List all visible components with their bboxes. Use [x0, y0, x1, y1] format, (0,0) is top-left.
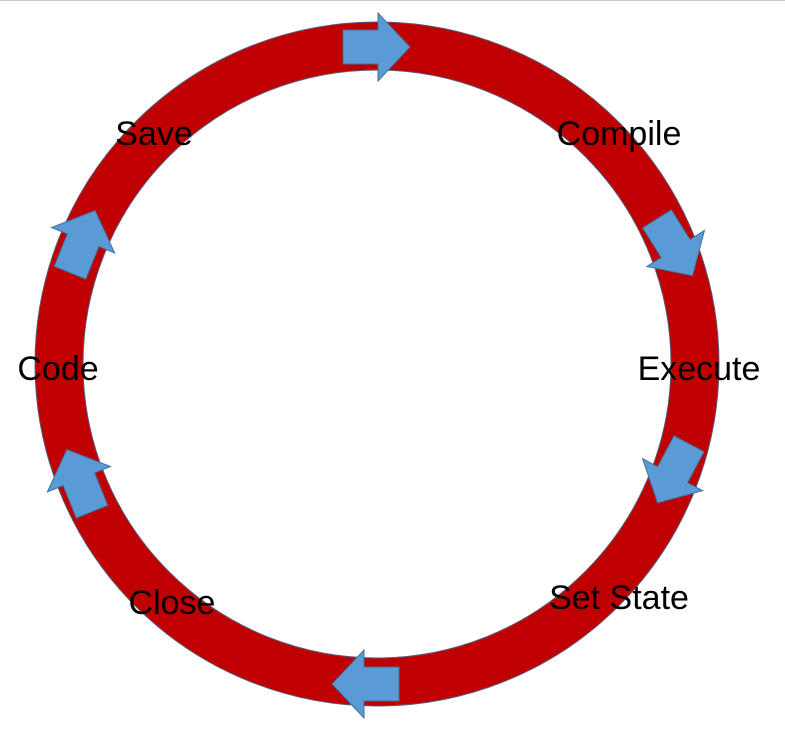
stage-label-save: Save — [115, 115, 193, 153]
stage-label-set-state: Set State — [549, 579, 689, 617]
arrow-icon-execute-to-set-state — [641, 435, 705, 504]
arrow-icon-close-to-code — [46, 448, 112, 519]
arrow-icon-compile-to-execute — [641, 209, 706, 277]
cycle-ring — [34, 21, 720, 707]
stage-label-execute: Execute — [638, 350, 761, 388]
arrow-icon-code-to-save — [50, 209, 116, 280]
arrow-icon-save-to-compile — [342, 11, 411, 83]
stage-label-close: Close — [129, 584, 216, 622]
arrow-icon-set-state-to-close — [331, 648, 400, 720]
stage-label-compile: Compile — [557, 115, 682, 153]
top-divider — [0, 0, 785, 1]
stage-label-code: Code — [17, 350, 98, 388]
